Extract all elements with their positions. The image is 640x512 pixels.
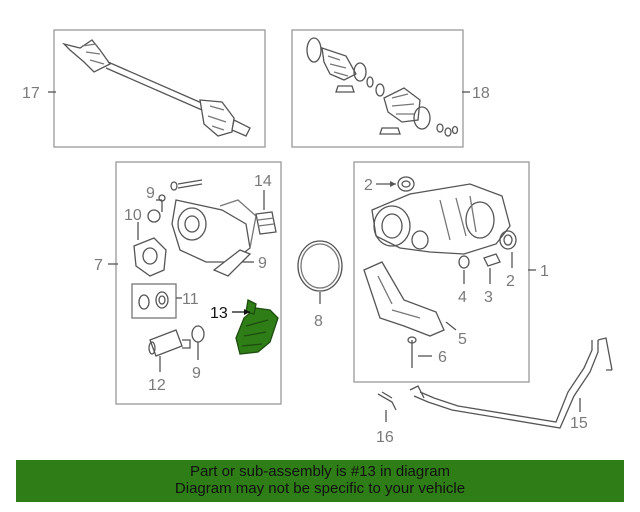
svg-text:10: 10 — [124, 207, 142, 224]
callout-3: 3 — [484, 268, 493, 306]
svg-text:18: 18 — [472, 85, 490, 102]
info-banner: Part or sub-assembly is #13 in diagram D… — [16, 460, 624, 502]
callout-8: 8 — [314, 313, 323, 330]
svg-text:6: 6 — [438, 349, 447, 366]
svg-text:13: 13 — [210, 305, 228, 322]
svg-text:7: 7 — [94, 257, 103, 274]
svg-text:5: 5 — [458, 331, 467, 348]
part-16-clip: 16 — [376, 391, 397, 446]
svg-text:3: 3 — [484, 289, 493, 306]
callout-10: 10 — [124, 207, 142, 240]
svg-text:9: 9 — [146, 185, 155, 202]
callout-11: 11 — [176, 291, 199, 308]
callout-18: 18 — [462, 85, 490, 102]
callout-1: 1 — [528, 263, 549, 280]
svg-text:17: 17 — [22, 85, 40, 102]
svg-text:4: 4 — [458, 289, 467, 306]
svg-text:9: 9 — [258, 255, 267, 272]
callout-5: 5 — [445, 321, 467, 348]
svg-text:1: 1 — [540, 263, 549, 280]
callout-2b: 2 — [506, 252, 515, 290]
svg-text:12: 12 — [148, 377, 166, 394]
parts-diagram: 17 18 — [22, 29, 613, 446]
group-box-18 — [291, 29, 464, 148]
callout-9a: 9 — [146, 185, 162, 202]
group-box-17 — [53, 29, 266, 148]
callout-4: 4 — [458, 270, 467, 306]
callout-13: 13 — [210, 305, 250, 322]
group-box-7 — [115, 161, 282, 405]
svg-text:11: 11 — [182, 291, 199, 308]
svg-text:2: 2 — [506, 273, 515, 290]
callout-2a: 2 — [364, 177, 396, 194]
callout-14: 14 — [254, 173, 272, 210]
callout-17: 17 — [22, 85, 56, 102]
callout-12: 12 — [148, 356, 166, 394]
svg-text:9: 9 — [192, 365, 201, 382]
highlighted-part-13 — [235, 299, 279, 355]
callout-15: 15 — [570, 415, 588, 432]
part-8-seal: 8 — [297, 240, 343, 330]
callout-16: 16 — [376, 429, 394, 446]
callout-7: 7 — [94, 257, 118, 274]
svg-text:2: 2 — [364, 177, 373, 194]
banner-line-2: Diagram may not be specific to your vehi… — [174, 480, 466, 497]
callout-9b: 9 — [242, 255, 267, 272]
banner-line-1: Part or sub-assembly is #13 in diagram — [189, 463, 451, 480]
svg-text:14: 14 — [254, 173, 272, 190]
callout-6: 6 — [418, 349, 447, 366]
part-15-tube: 15 — [409, 337, 613, 432]
group-box-1 — [353, 161, 530, 383]
callout-9c: 9 — [192, 342, 201, 382]
